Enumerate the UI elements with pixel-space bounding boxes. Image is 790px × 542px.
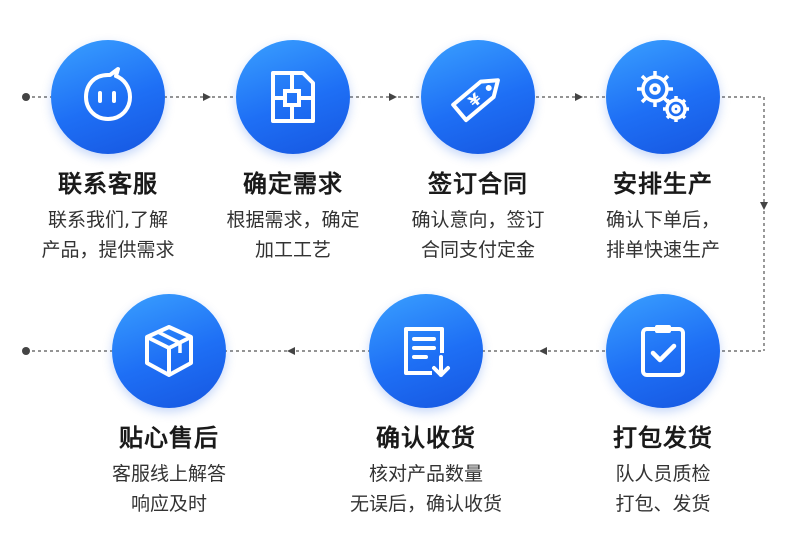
step-icon-circle — [369, 294, 483, 408]
blueprint-icon — [271, 71, 315, 123]
step-icon-circle: ¥ — [421, 40, 535, 154]
arrow-2 — [389, 93, 397, 101]
step-icon-circle — [112, 294, 226, 408]
arrow-3 — [575, 93, 583, 101]
step-title: 安排生产 — [613, 170, 713, 198]
step-after-sales: 贴心售后 客服线上解答 响应及时 — [84, 294, 254, 519]
step-description: 确认意向，签订 合同支付定金 — [411, 209, 545, 261]
step-description: 根据需求，确定 加工工艺 — [226, 209, 360, 261]
step-confirm-requirements: 确定需求 根据需求，确定 加工工艺 — [208, 40, 378, 265]
step-description: 确认下单后， 排单快速生产 — [605, 209, 720, 261]
step-title: 联系客服 — [58, 170, 158, 198]
step-title: 确认收货 — [376, 424, 476, 452]
step-description: 联系我们,了解 产品，提供需求 — [41, 209, 175, 261]
step-icon-circle — [51, 40, 165, 154]
clipboard-check-icon — [641, 325, 685, 377]
step-icon-circle — [236, 40, 350, 154]
price-tag-icon: ¥ — [451, 78, 500, 123]
step-title: 打包发货 — [613, 424, 713, 452]
start-dot — [22, 93, 30, 101]
arrow-4 — [539, 347, 547, 355]
arrow-1 — [203, 93, 211, 101]
gears-icon — [637, 71, 689, 122]
arrow-down — [760, 202, 768, 210]
step-icon-circle — [606, 40, 720, 154]
document-download-icon — [404, 327, 450, 377]
step-title: 确定需求 — [243, 170, 343, 198]
step-description: 队人员质检 打包、发货 — [615, 463, 711, 515]
step-description: 客服线上解答 响应及时 — [111, 463, 226, 515]
end-dot — [22, 347, 30, 355]
step-description: 核对产品数量 无误后，确认收货 — [349, 463, 502, 515]
box-icon — [145, 325, 193, 377]
step-icon-circle — [606, 294, 720, 408]
step-arrange-production: 安排生产 确认下单后， 排单快速生产 — [578, 40, 748, 265]
chat-bubble-icon — [84, 67, 132, 121]
arrow-5 — [287, 347, 295, 355]
step-sign-contract: ¥ 签订合同 确认意向，签订 合同支付定金 — [393, 40, 563, 265]
step-title: 贴心售后 — [119, 424, 219, 452]
step-confirm-receipt: 确认收货 核对产品数量 无误后，确认收货 — [341, 294, 511, 519]
step-pack-ship: 打包发货 队人员质检 打包、发货 — [578, 294, 748, 519]
step-title: 签订合同 — [428, 170, 528, 198]
step-contact-service: 联系客服 联系我们,了解 产品，提供需求 — [23, 40, 193, 265]
